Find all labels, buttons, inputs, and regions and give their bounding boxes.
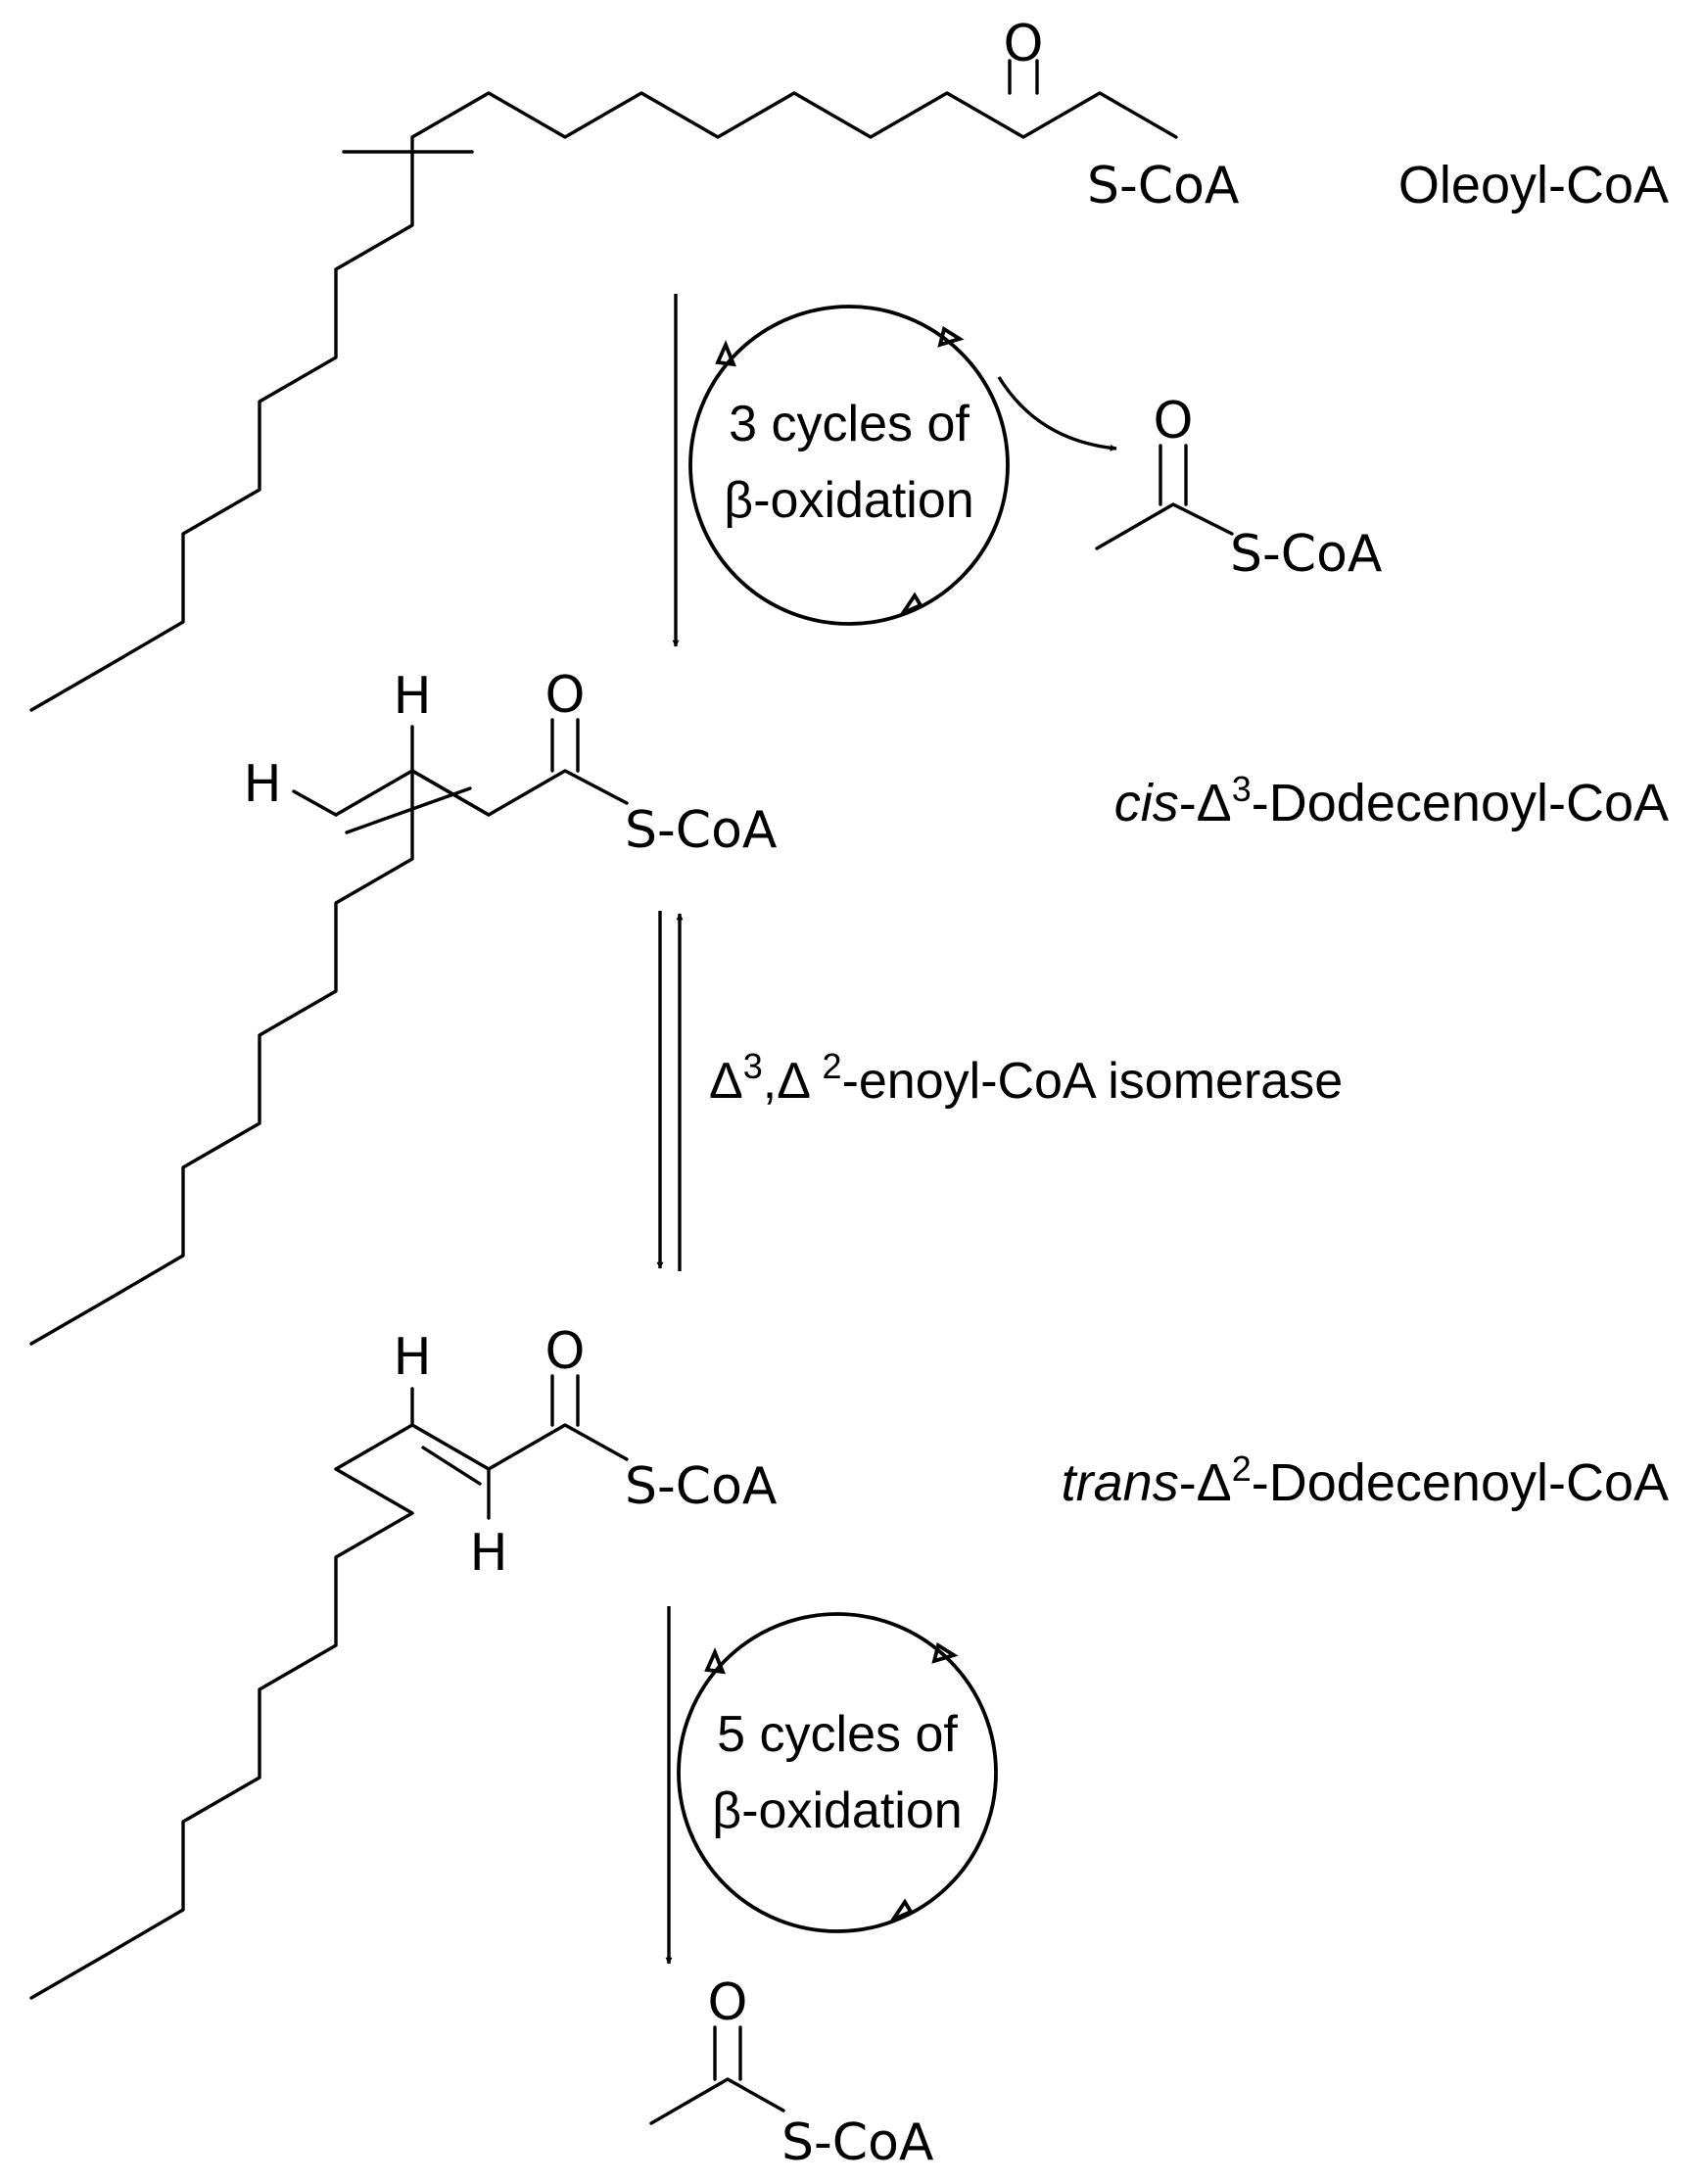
trans-double-bond: [421, 1446, 482, 1486]
acetyl-1-s-coa: S-CoA: [1230, 525, 1383, 584]
trans-chain-bonds: [29, 1467, 414, 2000]
cycle-2-line1: 5 cycles of: [717, 1706, 958, 1763]
acetyl-2-oxygen: O: [708, 1973, 748, 2032]
cycle-circle-2: [677, 1612, 998, 1933]
cis-s-coa: S-CoA: [625, 801, 778, 860]
cis-dodecenoyl-structure: O H H S-CoA: [29, 666, 778, 1346]
trans-hydrogen-1: H: [393, 1328, 431, 1387]
cycle-arrowhead-1a: [715, 340, 736, 367]
cis-double-bond: [345, 786, 472, 834]
cycle-2-line2: β-oxidation: [712, 1782, 962, 1839]
cis-oxygen: O: [545, 666, 586, 725]
oleoyl-s-coa: S-CoA: [1087, 157, 1240, 215]
trans-s-coa: S-CoA: [625, 1457, 778, 1516]
acetyl-coa-product-2: O S-CoA: [649, 1973, 934, 2172]
cis-head-bonds: [334, 769, 629, 817]
trans-dodecenoyl-label: trans-Δ2-Dodecenoyl-CoA: [1062, 1448, 1669, 1512]
step-isomerase: Δ3,Δ 2-enoyl-CoA isomerase: [656, 911, 1343, 1271]
trans-dodecenoyl-structure: O H H S-CoA: [29, 1322, 778, 2000]
cis-hydrogen-2: H: [393, 667, 431, 726]
cycle-arrowhead-1c: [897, 592, 923, 618]
oleoyl-chain-bonds: [29, 91, 1178, 712]
cycle-1-line2: β-oxidation: [724, 472, 973, 529]
cycle-arrowhead-2c: [887, 1898, 914, 1924]
trans-hydrogen-2: H: [469, 1524, 507, 1583]
acetyl-1-bonds: [1095, 502, 1234, 550]
cycle-arrowhead-1b: [937, 326, 965, 348]
oleoyl-oxygen: O: [1004, 15, 1044, 73]
cycle-arrowhead-2b: [931, 1642, 959, 1664]
acetyl-1-oxygen: O: [1154, 392, 1194, 451]
acetyl-coa-product-1: O S-CoA: [1095, 392, 1383, 584]
cis-dodecenoyl-label: cis-Δ3-Dodecenoyl-CoA: [1114, 769, 1669, 832]
trans-oxygen: O: [545, 1322, 586, 1381]
oleoyl-coa-label: Oleoyl-CoA: [1398, 156, 1669, 214]
trans-head-bonds: [334, 1423, 629, 1471]
cis-chain-bonds: [29, 769, 491, 1346]
acetyl-2-s-coa: S-CoA: [781, 2113, 934, 2172]
step-beta-oxidation-1: 3 cycles of β-oxidation: [672, 294, 1117, 647]
cycle-circle-1: [688, 305, 1010, 626]
oleoyl-coa-structure: O S-CoA: [29, 15, 1240, 712]
isomerase-label: Δ3,Δ 2-enoyl-CoA isomerase: [709, 1046, 1343, 1110]
acetyl-release-arrow-1: [997, 376, 1117, 451]
cis-hydrogen-1: H: [243, 755, 281, 814]
step-beta-oxidation-2: 5 cycles of β-oxidation: [665, 1606, 998, 1965]
cycle-1-line1: 3 cycles of: [729, 396, 970, 452]
cis-h1-bond: [292, 789, 338, 817]
acetyl-2-bonds: [649, 2077, 785, 2125]
cycle-arrowhead-2a: [704, 1647, 726, 1675]
